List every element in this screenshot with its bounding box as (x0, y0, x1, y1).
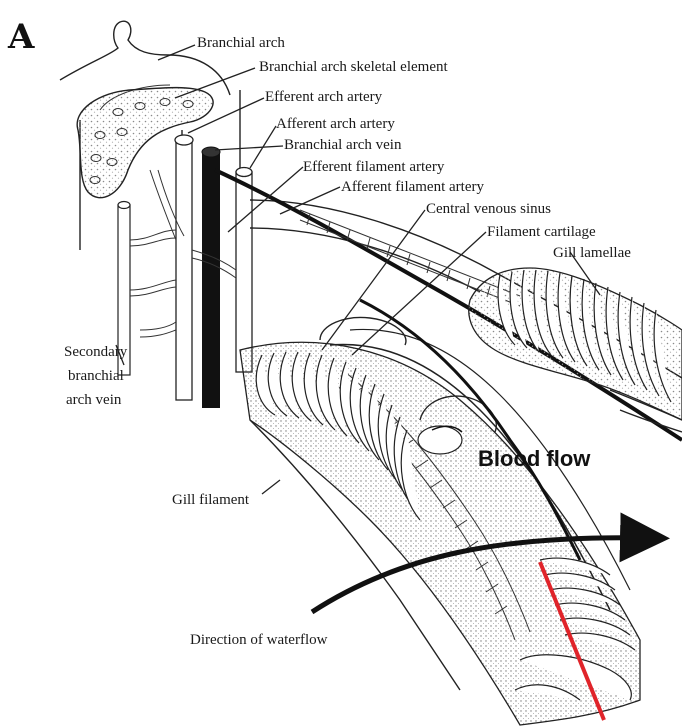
label-gill-filament: Gill filament (172, 492, 250, 508)
afferent-arch-artery (236, 168, 252, 373)
branchial-arch-vein (202, 147, 220, 408)
panel-label: A (7, 17, 35, 57)
label-secondary-vein-1: Secondary (64, 344, 128, 360)
label-branchial-arch-vein: Branchial arch vein (284, 137, 402, 153)
label-efferent-arch-artery: Efferent arch artery (265, 89, 383, 105)
label-secondary-vein-2: branchial (68, 368, 124, 384)
label-branchial-arch: Branchial arch (197, 35, 285, 51)
label-efferent-filament-artery: Efferent filament artery (303, 159, 445, 175)
label-afferent-filament-artery: Afferent filament artery (341, 179, 484, 195)
efferent-arch-artery (175, 135, 193, 400)
label-filament-cartilage: Filament cartilage (487, 224, 596, 240)
label-central-venous-sinus: Central venous sinus (426, 201, 551, 217)
label-secondary-vein-3: arch vein (66, 392, 122, 408)
label-blood-flow: Blood flow (478, 446, 591, 471)
label-gill-lamellae: Gill lamellae (553, 245, 631, 261)
label-skeletal-element: Branchial arch skeletal element (259, 59, 448, 75)
label-afferent-arch-artery: Afferent arch artery (276, 116, 395, 132)
skeletal-element (77, 88, 213, 198)
label-waterflow: Direction of waterflow (190, 632, 328, 648)
